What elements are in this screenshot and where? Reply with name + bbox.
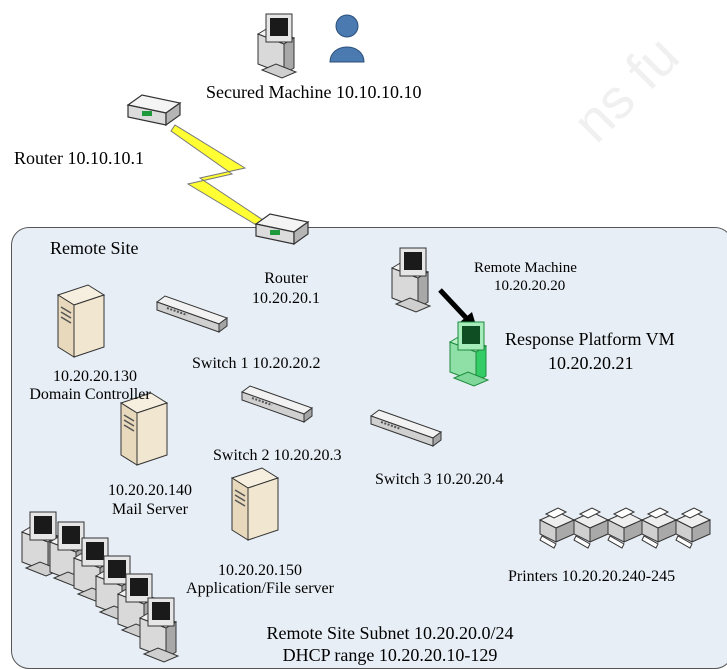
app-server-ip: 10.20.20.150 <box>218 562 302 579</box>
server-icon <box>57 284 105 358</box>
printer-icon <box>573 507 609 549</box>
printer-icon <box>607 507 643 549</box>
mail-server-name: Mail Server <box>112 501 188 518</box>
remote-site-title: Remote Site <box>50 238 139 258</box>
server-icon <box>231 467 279 541</box>
site-router-name: Router <box>264 270 308 287</box>
response-vm-name: Response Platform VM <box>505 329 675 349</box>
switch3-label: Switch 3 10.20.20.4 <box>375 471 504 488</box>
switch-icon <box>370 409 442 447</box>
secured-machine-label: Secured Machine 10.10.10.10 <box>206 82 422 102</box>
user-icon <box>329 14 365 63</box>
remote-machine-workstation-icon <box>391 247 431 313</box>
switch-icon <box>241 385 313 423</box>
top-router-label: Router 10.10.10.1 <box>14 148 144 168</box>
response-vm-ip: 10.20.20.21 <box>548 353 634 373</box>
remote-machine-ip: 10.20.20.20 <box>494 278 566 294</box>
printer-icon <box>675 507 711 549</box>
subnet-label: Remote Site Subnet 10.20.20.0/24 <box>266 623 514 643</box>
printer-icon <box>539 507 575 549</box>
switch1-label: Switch 1 10.20.20.2 <box>192 355 321 372</box>
app-server-name: Application/File server <box>186 580 334 597</box>
remote-machine-name: Remote Machine <box>474 260 577 276</box>
mail-server-ip: 10.20.20.140 <box>108 482 192 499</box>
printers-label: Printers 10.20.20.240-245 <box>508 568 676 585</box>
lightning-link-icon <box>170 124 276 233</box>
switch-icon <box>156 295 228 333</box>
switch2-label: Switch 2 10.20.20.3 <box>213 447 342 464</box>
response-platform-vm-workstation-icon <box>449 321 489 387</box>
router-icon <box>255 213 309 245</box>
domain-controller-ip: 10.20.20.130 <box>53 368 137 385</box>
router-icon <box>127 94 181 126</box>
printer-icon <box>641 507 677 549</box>
secured-machine-workstation-icon <box>257 13 297 79</box>
domain-controller-name: Domain Controller <box>29 386 151 403</box>
dhcp-range-label: DHCP range 10.20.20.10-129 <box>282 645 498 665</box>
site-router-ip: 10.20.20.1 <box>252 290 320 307</box>
